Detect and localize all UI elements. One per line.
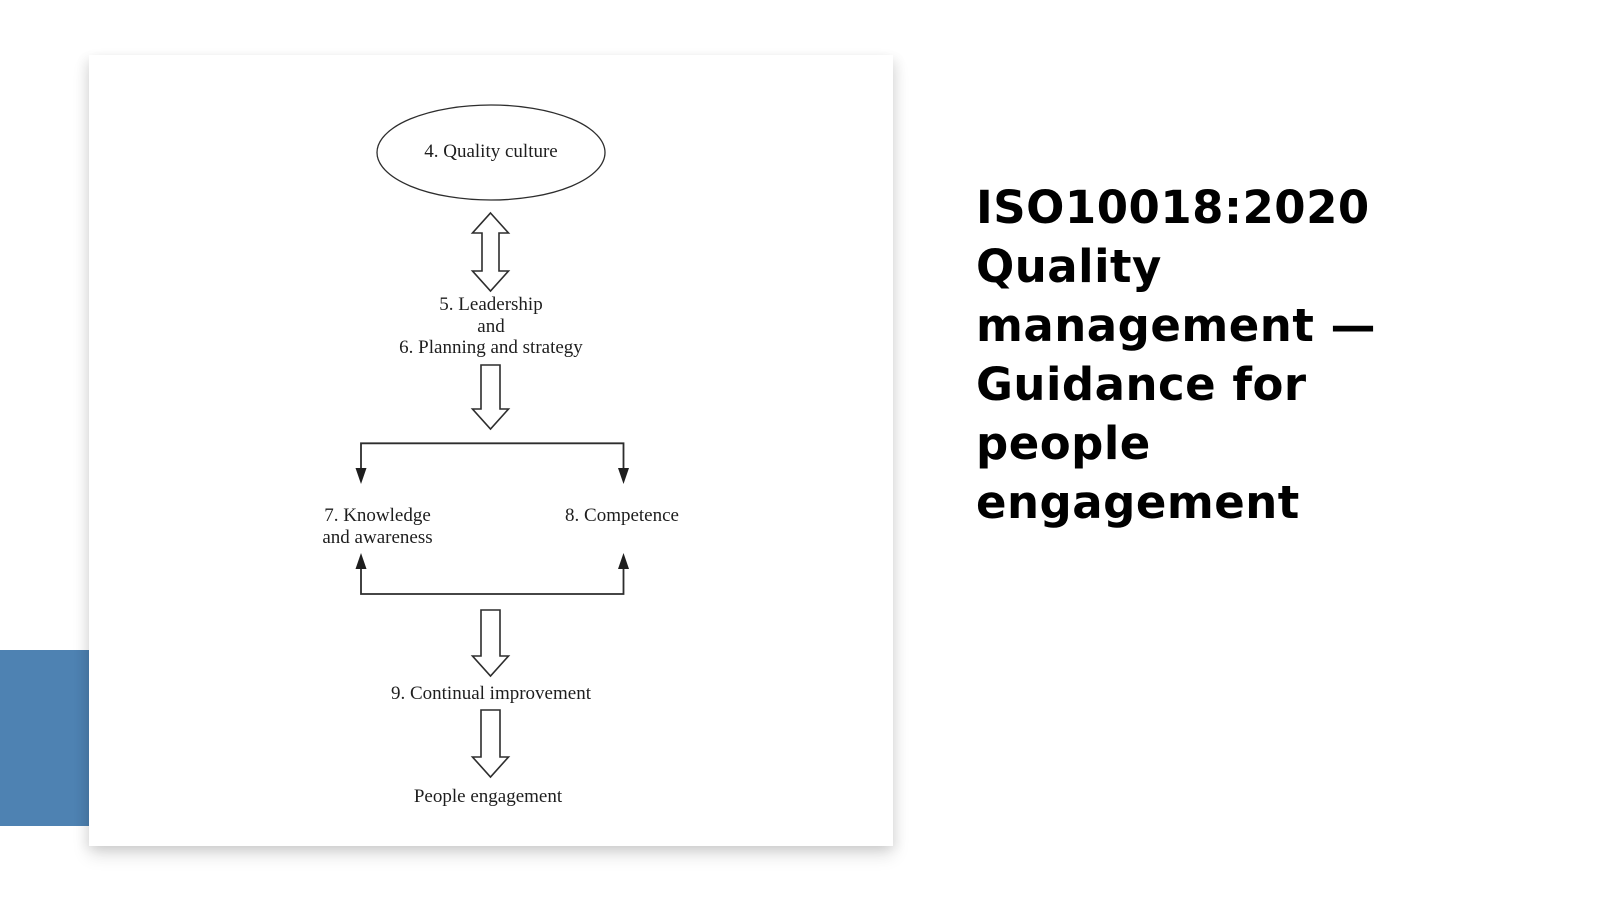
diagram-card: 4. Quality culture 5. Leadership and 6. …	[89, 55, 893, 846]
quality-culture-ellipse	[376, 104, 606, 201]
label-knowledge-awareness: 7. Knowledge and awareness	[267, 505, 488, 549]
split-bracket-down	[360, 442, 625, 470]
merge-bracket-up	[360, 567, 625, 595]
down-arrow-icon	[470, 609, 511, 678]
down-arrow-icon	[470, 364, 511, 431]
slide-title-line: engagement	[976, 476, 1300, 529]
label-leadership-line1: 5. Leadership	[439, 294, 543, 315]
label-competence: 8. Competence	[565, 505, 679, 526]
label-knowledge-line1: 7. Knowledge	[324, 505, 431, 526]
label-people-engagement: People engagement	[413, 786, 563, 807]
accent-bar	[0, 650, 91, 826]
slide-title-line: management —	[976, 299, 1377, 352]
down-arrowhead-icon	[355, 468, 367, 484]
label-leadership-line2: and	[477, 315, 505, 337]
slide-title: ISO10018:2020 Quality management — Guida…	[976, 178, 1456, 532]
label-quality-culture: 4. Quality culture	[424, 141, 558, 162]
label-leadership-line3: 6. Planning and strategy	[399, 337, 583, 358]
label-continual-improvement: 9. Continual improvement	[390, 683, 591, 704]
slide-title-line: people	[976, 417, 1151, 470]
up-arrowhead-icon	[618, 553, 629, 569]
diagram-shapes	[355, 104, 629, 779]
up-arrowhead-icon	[355, 553, 367, 569]
down-arrow-icon	[470, 709, 511, 779]
slide-title-line: ISO10018:2020	[976, 181, 1370, 234]
double-arrow-icon	[470, 211, 511, 293]
slide-title-line: Guidance for	[976, 358, 1307, 411]
down-arrowhead-icon	[618, 468, 629, 484]
label-leadership-planning: 5. Leadership and 6. Planning and strate…	[341, 294, 641, 359]
label-knowledge-line2: and awareness	[322, 527, 433, 548]
slide-title-line: Quality	[976, 240, 1162, 293]
